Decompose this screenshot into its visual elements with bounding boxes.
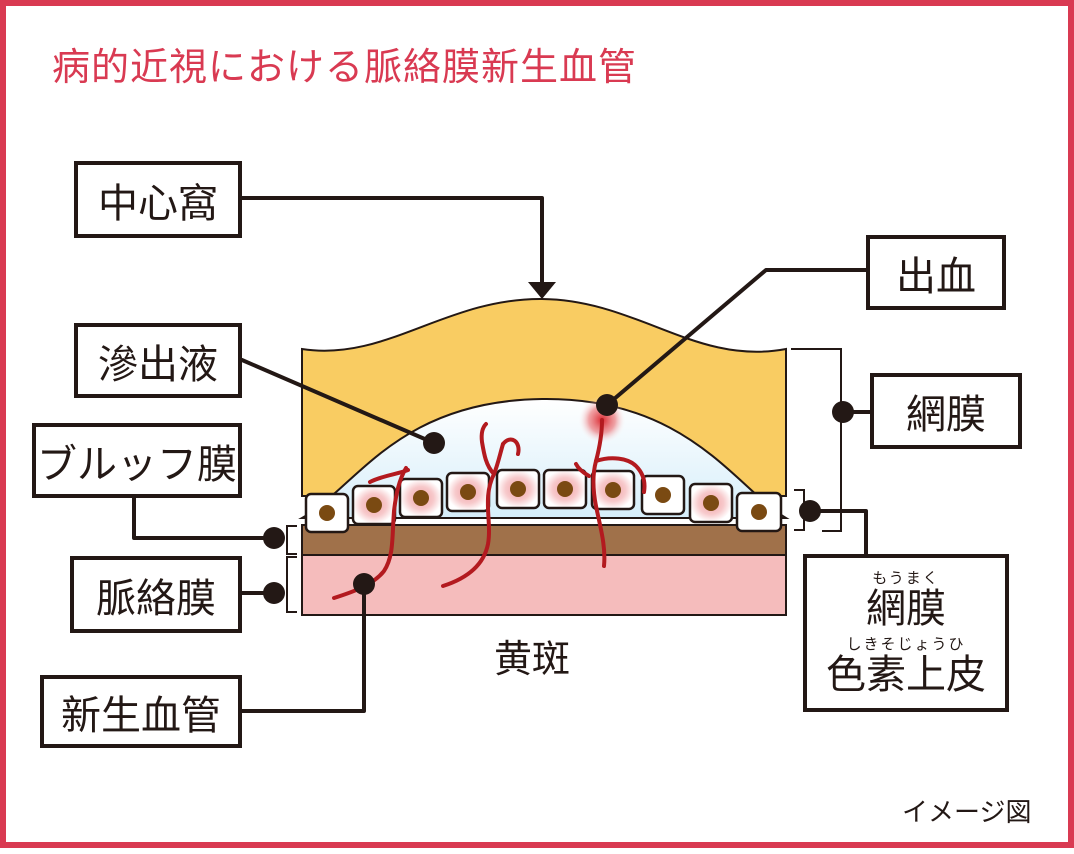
rpe-line-2: しきそじょうひ 色素上皮 xyxy=(826,635,986,698)
vessel xyxy=(479,422,496,476)
hemorrhage-leader xyxy=(605,268,868,407)
rpe-cell xyxy=(640,474,686,516)
rpe-cell xyxy=(735,491,783,533)
vessel xyxy=(368,468,410,484)
macula-caption: 黄斑 xyxy=(494,637,571,681)
choroid-dot xyxy=(263,582,285,604)
bruch-membrane-layer xyxy=(301,524,787,556)
diagram-title: 病的近視における脈絡膜新生血管 xyxy=(52,45,638,89)
retina-bracket xyxy=(791,348,842,532)
label-retinal-pigment-epithelium: もうまく 網膜 しきそじょうひ 色素上皮 xyxy=(803,554,1009,712)
retina-dot xyxy=(832,401,854,423)
vessel xyxy=(594,456,647,494)
label-hemorrhage: 出血 xyxy=(866,235,1006,310)
cnv-leader xyxy=(240,584,366,713)
rpe-dot xyxy=(799,500,821,522)
leader-dots xyxy=(263,394,854,604)
vessel xyxy=(441,442,505,588)
fovea-leader xyxy=(240,196,544,291)
exudate-dot xyxy=(423,432,445,454)
vessel xyxy=(501,437,521,456)
eye-cross-section xyxy=(132,196,872,713)
rpe-line-1-reading: もうまく xyxy=(872,569,940,587)
vessel xyxy=(591,418,607,568)
choroid-bracket xyxy=(286,556,297,613)
label-retina: 網膜 xyxy=(870,373,1022,449)
rpe-cell xyxy=(542,468,588,510)
rpe-cell xyxy=(398,477,444,519)
label-neovascularization: 新生血管 xyxy=(40,675,242,748)
cnv-dot xyxy=(353,573,375,595)
rpe-line-2-text: 色素上皮 xyxy=(826,652,986,698)
hemorrhage-dot xyxy=(596,394,618,416)
fovea-arrowhead xyxy=(528,282,556,299)
bruch-dot xyxy=(263,527,285,549)
rpe-cell xyxy=(688,482,734,524)
rpe-cell xyxy=(495,468,541,510)
rpe-cell xyxy=(304,492,350,534)
label-exudate: 滲出液 xyxy=(74,323,242,398)
rpe-leader xyxy=(808,509,868,556)
rpe-line-1-text: 網膜 xyxy=(866,586,946,632)
label-fovea: 中心窩 xyxy=(74,161,242,238)
vessel xyxy=(574,462,591,478)
rpe-cell xyxy=(445,471,491,513)
label-bruch-membrane: ブルッフ膜 xyxy=(32,423,242,498)
rpe-line-2-reading: しきそじょうひ xyxy=(846,635,966,653)
bruch-bracket xyxy=(286,525,297,555)
bruch-leader xyxy=(132,496,276,540)
choroid-layer xyxy=(301,554,787,616)
image-note: イメージ図 xyxy=(902,798,1032,828)
rpe-cell xyxy=(351,484,397,526)
rpe-line-1: もうまく 網膜 xyxy=(866,569,946,632)
rpe-cell-row xyxy=(304,468,783,534)
exudate-leader xyxy=(240,358,436,445)
rpe-cell xyxy=(590,469,636,511)
label-choroid: 脈絡膜 xyxy=(70,556,242,633)
